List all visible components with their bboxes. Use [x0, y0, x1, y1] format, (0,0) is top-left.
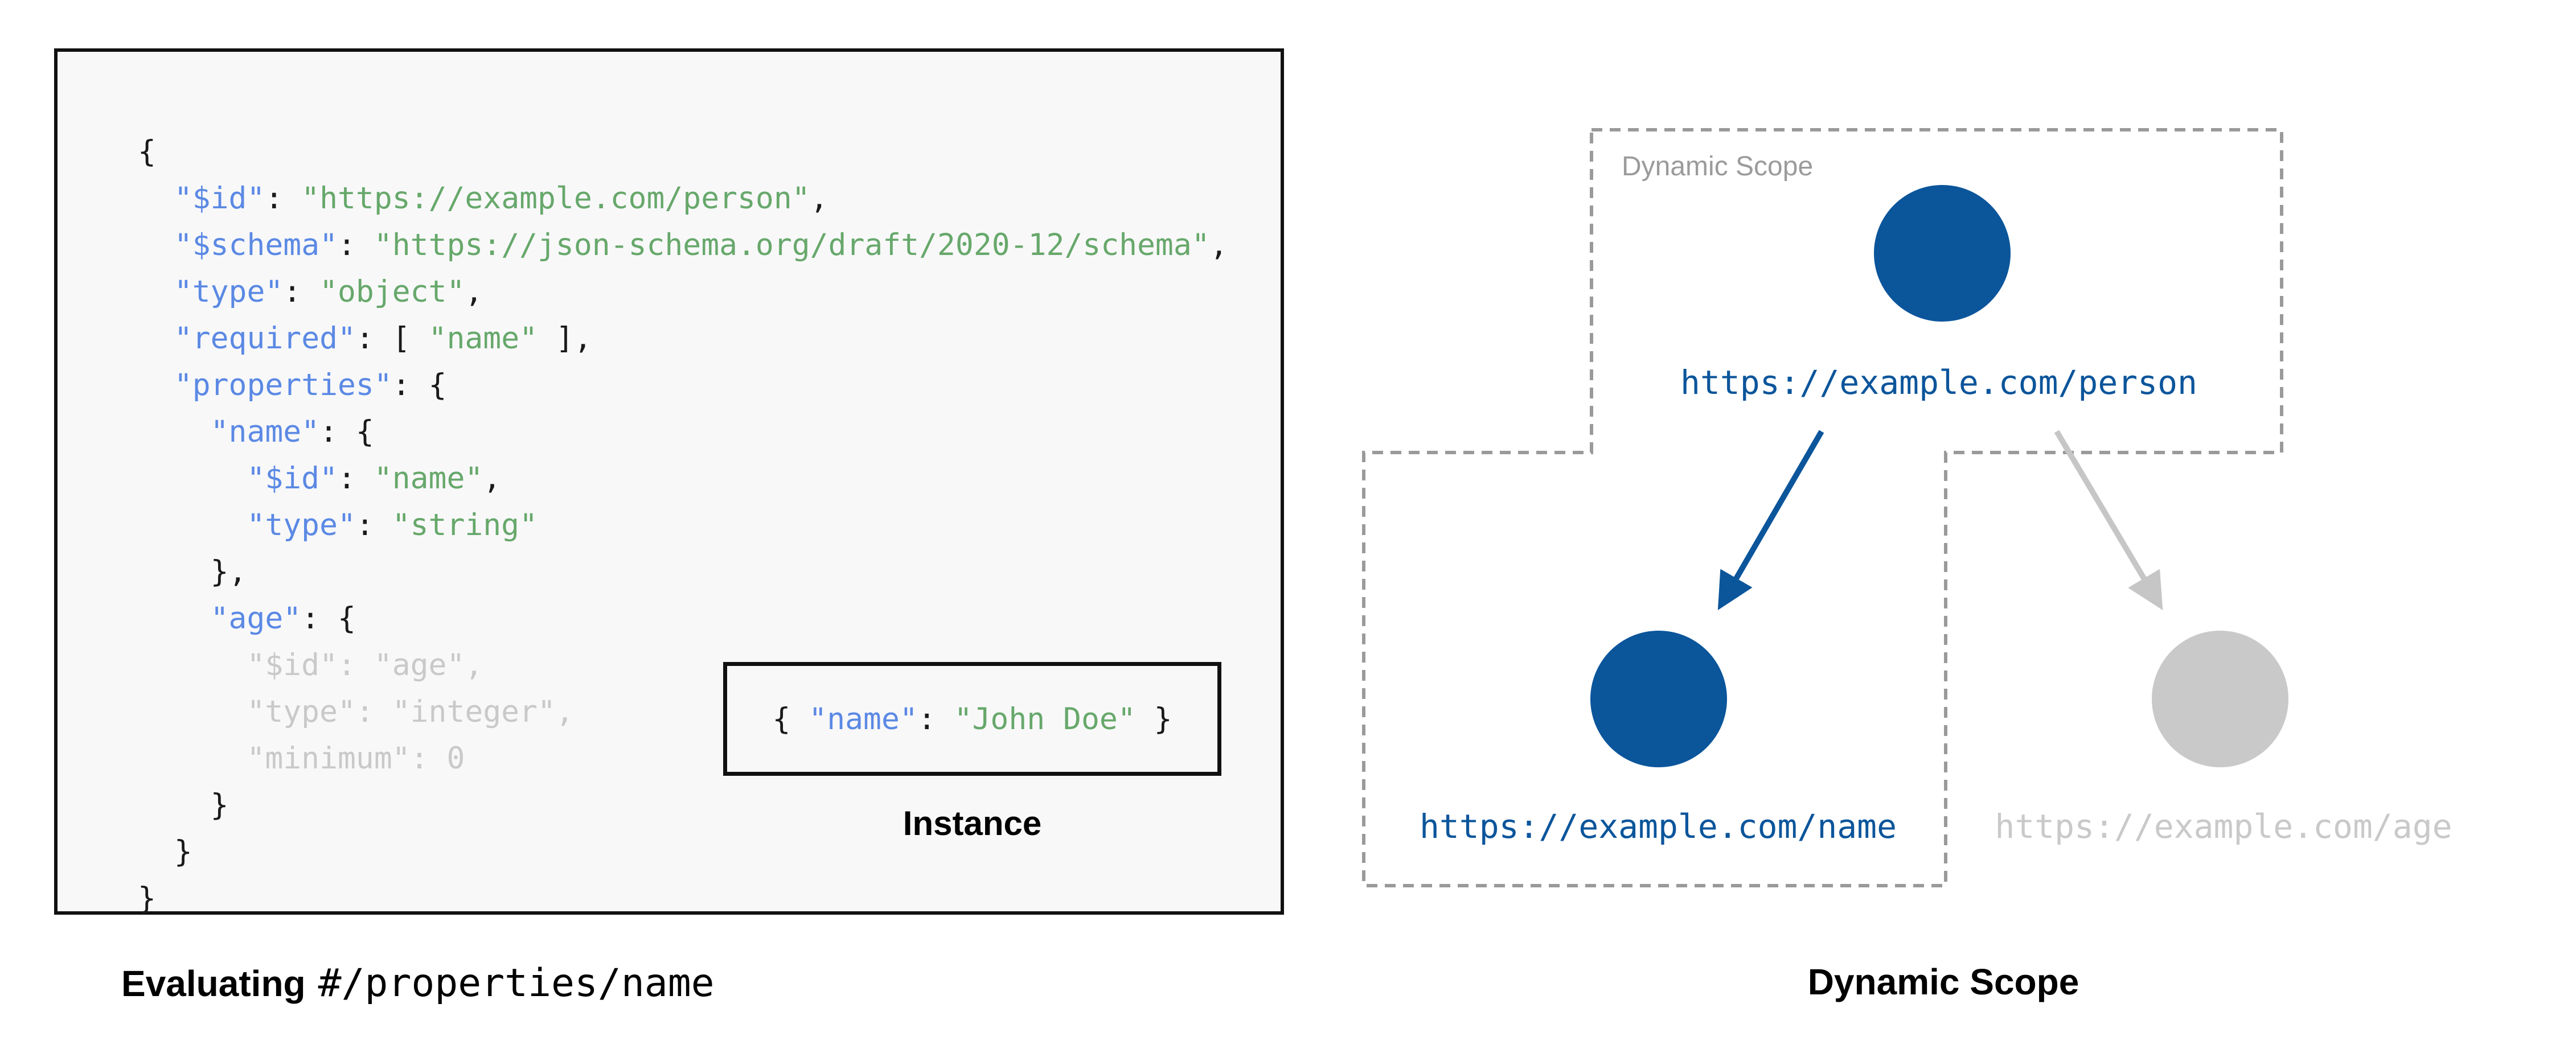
age-node — [2152, 631, 2288, 767]
person-url-label: https://example.com/person — [1680, 363, 2197, 402]
left-caption-json-pointer: #/properties/name — [318, 961, 715, 1006]
person-node — [1874, 185, 2011, 322]
left-caption: Evaluating #/properties/name — [121, 961, 715, 1006]
dynamic-scope-boundary — [1362, 128, 2283, 887]
right-caption: Dynamic Scope — [1807, 961, 2079, 1002]
edge-person-to-age — [2054, 430, 2163, 610]
dynamic-scope-box-label: Dynamic Scope — [1622, 151, 1813, 182]
schema-code: { "$id": "https://example.com/person", "… — [138, 134, 1228, 916]
instance-label: Instance — [903, 804, 1042, 842]
schema-code-panel: { "$id": "https://example.com/person", "… — [54, 48, 1284, 916]
instance-box: { "name": "John Doe" } — [723, 662, 1221, 776]
age-url-label: https://example.com/age — [1995, 807, 2452, 846]
name-url-label: https://example.com/name — [1420, 807, 1897, 846]
instance-code: { "name": "John Doe" } — [772, 701, 1172, 737]
edge-person-to-name — [1717, 430, 1824, 611]
left-caption-bold: Evaluating — [121, 963, 306, 1004]
name-node — [1590, 631, 1727, 767]
